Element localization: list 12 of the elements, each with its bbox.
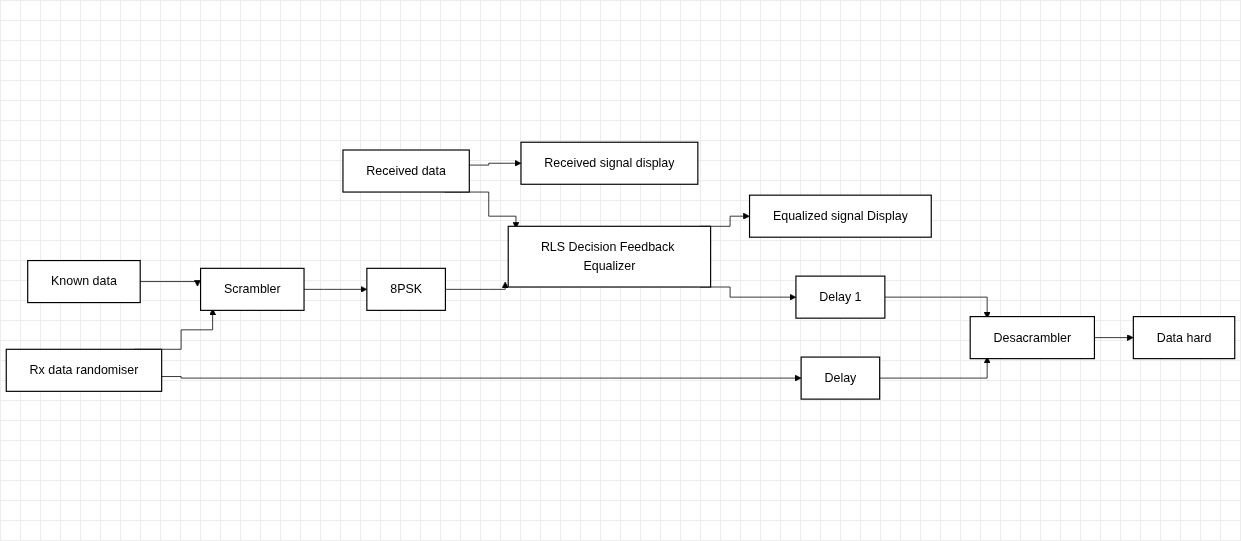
node-box: Rx data randomiser bbox=[5, 348, 163, 392]
node-box: Received signal display bbox=[520, 141, 699, 185]
node-box: Received data bbox=[342, 149, 470, 193]
node-box: Scrambler bbox=[200, 267, 305, 311]
node-box: Delay 1 bbox=[795, 275, 886, 319]
node-box: Desacrambler bbox=[969, 315, 1095, 360]
node-box: Known data bbox=[27, 259, 141, 303]
node-box: Data hard bbox=[1132, 315, 1236, 360]
node-box: Delay bbox=[800, 356, 881, 400]
node-box: RLS Decision Feedback Equalizer bbox=[507, 225, 712, 288]
node-box: 8PSK bbox=[366, 267, 446, 311]
node-box: Equalized signal Display bbox=[748, 194, 932, 238]
